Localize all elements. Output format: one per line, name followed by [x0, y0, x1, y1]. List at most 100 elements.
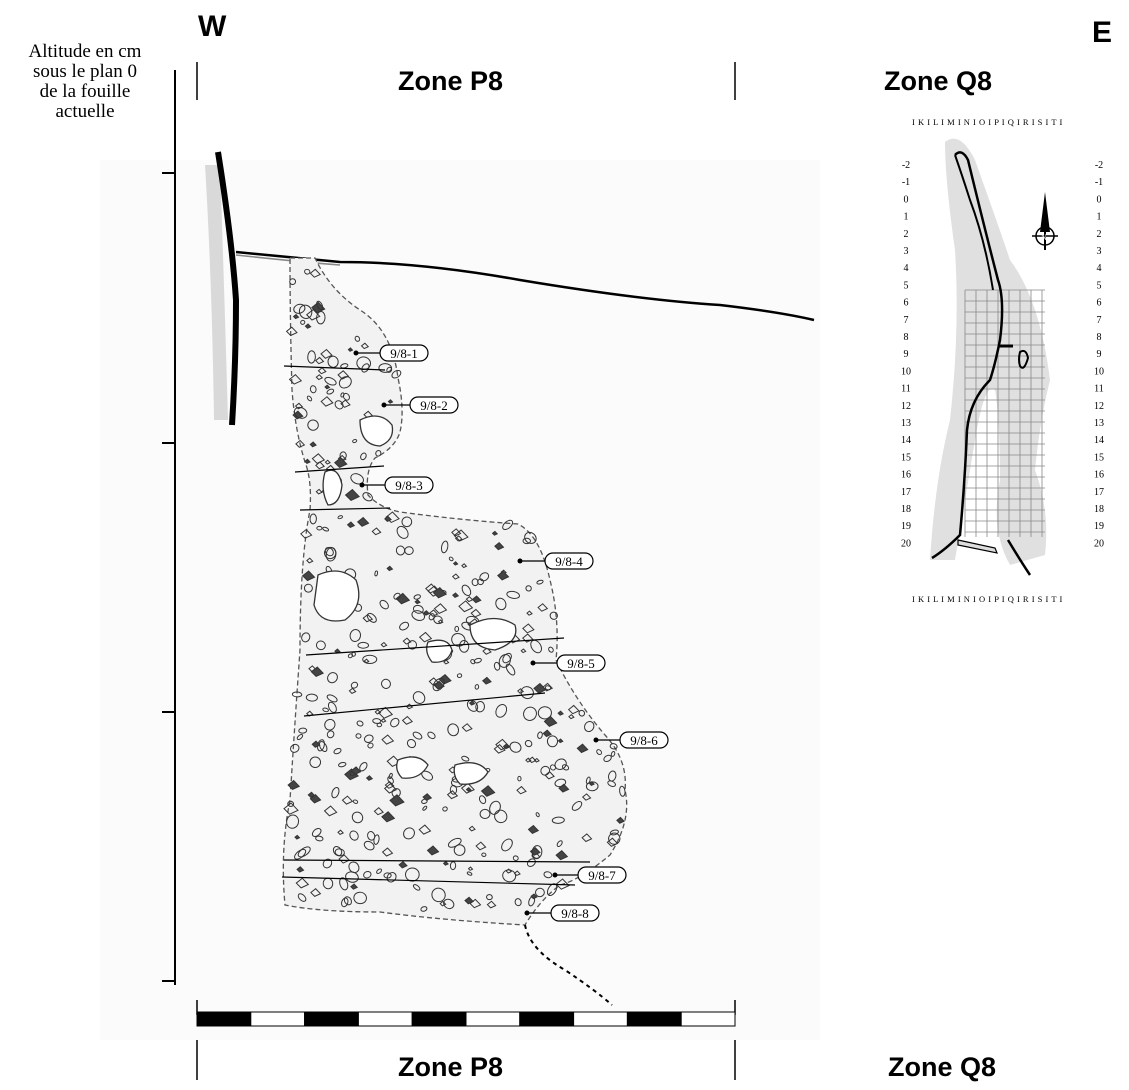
east-label: E — [1092, 16, 1113, 49]
gallery-wall-west — [931, 151, 1004, 560]
rock-wall-line — [215, 151, 240, 426]
lower-boundary-dashed — [524, 924, 613, 1006]
inset-row-label: 5 — [904, 280, 909, 291]
sample-marker: 9/8-8 — [524, 904, 600, 922]
inset-row-label: 16 — [901, 470, 911, 481]
sample-marker: 9/8-5 — [530, 654, 606, 672]
inset-row-label: 17 — [1094, 487, 1104, 498]
sample-label: 9/8-6 — [630, 733, 658, 748]
inset-row-label: 7 — [1097, 315, 1102, 326]
inset-row-label: 11 — [901, 384, 911, 395]
inset-row-label: 15 — [901, 452, 911, 463]
inset-row-label: 10 — [1094, 366, 1104, 377]
inset-row-label: 7 — [904, 315, 909, 326]
sample-marker: 9/8-2 — [381, 396, 459, 414]
inset-row-label: 11 — [1094, 384, 1104, 395]
zone-label-bottom-left: Zone P8 — [398, 1052, 504, 1082]
sample-label: 9/8-2 — [420, 398, 447, 413]
scale-segment — [304, 1011, 359, 1027]
inset-row-label: 4 — [1097, 263, 1102, 274]
inset-row-label: 0 — [904, 194, 909, 205]
inset-row-label: 13 — [901, 418, 911, 429]
inset-row-label: 1 — [1097, 212, 1102, 223]
inset-row-label: 6 — [1097, 298, 1102, 309]
scale-segment — [573, 1011, 628, 1027]
inset-row-label: 12 — [1094, 401, 1104, 412]
inset-row-label: 3 — [904, 246, 909, 257]
y-axis — [162, 70, 176, 985]
inset-row-label: 4 — [904, 263, 909, 274]
gravel-stones — [283, 268, 626, 912]
north-arrow-icon: N — [1032, 192, 1058, 250]
inset-row-label: 0 — [1097, 194, 1102, 205]
sample-label: 9/8-7 — [588, 868, 616, 883]
inset-row-label: 5 — [1097, 280, 1102, 291]
zone-label-bottom-right: Zone Q8 — [888, 1052, 997, 1082]
inset-row-label: 17 — [901, 487, 911, 498]
inset-row-label: 9 — [904, 349, 909, 360]
inset-row-label: 19 — [1094, 521, 1104, 532]
sample-label: 9/8-5 — [567, 656, 594, 671]
inset-row-label: 15 — [1094, 452, 1104, 463]
axis-title-line: Altitude en cm — [28, 41, 142, 62]
inset-row-label: 14 — [1094, 435, 1104, 446]
sample-marker: 9/8-3 — [359, 476, 434, 494]
inset-row-label: 2 — [904, 229, 909, 240]
sampling-lines — [281, 365, 591, 886]
axis-title-line: actuelle — [55, 101, 115, 122]
sample-marker: 9/8-1 — [353, 344, 429, 362]
inset-row-label: 13 — [1094, 418, 1104, 429]
scale-segment — [626, 1011, 682, 1027]
inset-row-label: 2 — [1097, 229, 1102, 240]
inset-row-label: 1 — [904, 212, 909, 223]
zone-label-top-left: Zone P8 — [398, 66, 504, 96]
west-label: W — [198, 10, 227, 43]
inset-row-label: 8 — [1097, 332, 1102, 343]
inset-columns-bottom: I K I L I M I N I O I P I Q I R I S I T … — [912, 594, 1063, 604]
axis-title-line: sous le plan 0 — [33, 61, 137, 82]
scale-segment — [250, 1011, 306, 1027]
inset-row-label: 20 — [901, 538, 911, 549]
inset-row-label: -2 — [1095, 160, 1103, 171]
sample-label: 9/8-4 — [555, 554, 583, 569]
inset-row-label: 16 — [1094, 470, 1104, 481]
inset-row-label: -1 — [1095, 177, 1103, 188]
inset-row-label: 10 — [901, 366, 911, 377]
axis-title-line: de la fouille — [39, 81, 131, 102]
inset-columns-top: I K I L I M I N I O I P I Q I R I S I T … — [912, 117, 1063, 127]
inset-row-label: 20 — [1094, 538, 1104, 549]
sample-label: 9/8-1 — [390, 346, 417, 361]
inset-row-label: 19 — [901, 521, 911, 532]
gallery-wall-inner — [954, 154, 994, 291]
north-label: N — [1041, 233, 1047, 242]
inset-row-label: 6 — [904, 298, 909, 309]
sample-marker: 9/8-7 — [552, 866, 627, 884]
axis-title: Altitude en cm sous le plan 0 de la foui… — [0, 42, 170, 122]
sample-marker: 9/8-4 — [517, 552, 594, 570]
inset-row-label: 3 — [1097, 246, 1102, 257]
inset-row-label: 14 — [901, 435, 911, 446]
inset-row-label: 12 — [901, 401, 911, 412]
inset-row-label: 18 — [1094, 504, 1104, 515]
scale-segment — [519, 1011, 575, 1027]
sample-markers: 9/8-1 9/8-2 9/8-3 9/8-4 9/8-5 9/8-6 9/8-7 9/8-8 — [353, 344, 669, 922]
scale-segment — [196, 1011, 252, 1027]
zone-label-top-right: Zone Q8 — [884, 66, 993, 96]
inset-row-label: -2 — [902, 160, 910, 171]
scale-segment — [465, 1011, 521, 1027]
sample-label: 9/8-8 — [561, 906, 588, 921]
inset-grid — [964, 289, 1045, 537]
sample-location-mark — [1018, 349, 1030, 369]
inset-row-label: 18 — [901, 504, 911, 515]
gallery-wall-east — [1006, 539, 1032, 576]
rock-wall-shadow — [205, 165, 228, 420]
scale-bar — [196, 1011, 736, 1027]
sample-marker: 9/8-6 — [593, 731, 669, 749]
inset-row-label: -1 — [902, 177, 910, 188]
scale-segment — [357, 1011, 413, 1027]
cave-gallery-shadow — [930, 138, 1050, 566]
inset-row-label: 8 — [904, 332, 909, 343]
